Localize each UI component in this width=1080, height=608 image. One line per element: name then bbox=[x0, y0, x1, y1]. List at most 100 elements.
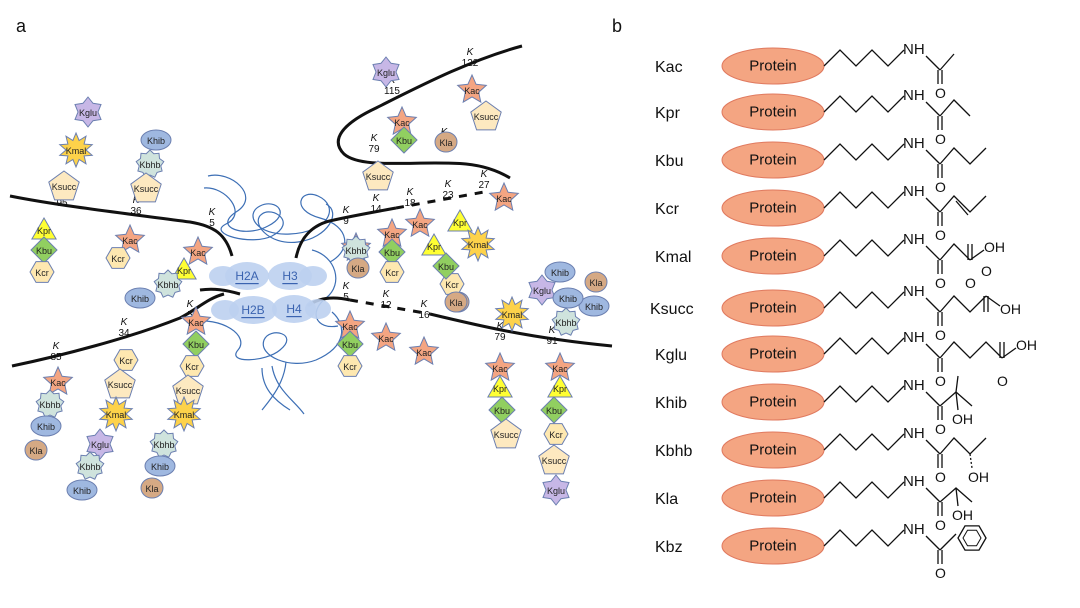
mark-kbhb-13: Kbhb bbox=[153, 269, 183, 298]
acyl-chain-2 bbox=[939, 147, 987, 165]
mark-shape-76 bbox=[542, 474, 570, 506]
acyl-chain-8 bbox=[939, 437, 987, 455]
row-label-9: Kla bbox=[655, 491, 678, 508]
nh-label-8: NH bbox=[903, 425, 925, 442]
mark-label-56: Kbu bbox=[342, 340, 358, 350]
mark-kpr-3: Kpr bbox=[31, 216, 57, 240]
mark-label-32: Kla bbox=[145, 484, 158, 494]
row-label-7: Khib bbox=[655, 395, 687, 412]
site-k-10: K bbox=[481, 169, 489, 180]
mark-kcr-57: Kcr bbox=[337, 355, 363, 377]
mark-kbu-37: Kbu bbox=[390, 126, 418, 154]
mark-label-43: Kac bbox=[384, 230, 400, 240]
histone-h3-lobe bbox=[299, 266, 327, 286]
site-k-6: K bbox=[467, 47, 475, 58]
acyl-chain-3 bbox=[939, 195, 987, 213]
double-bond-3 bbox=[955, 200, 969, 216]
protein-label-3: Protein bbox=[749, 200, 797, 217]
mark-ksucc-8: Ksucc bbox=[130, 172, 162, 203]
site-k-14: K bbox=[445, 179, 453, 190]
acid-oh-bond-6 bbox=[1001, 347, 1017, 359]
mark-label-72: Kpr bbox=[553, 384, 567, 394]
mark-label-21: Kmal bbox=[106, 410, 127, 420]
mark-label-3: Kpr bbox=[37, 226, 51, 236]
mark-ksucc-35: Ksucc bbox=[470, 100, 502, 131]
lysine-chain-7 bbox=[823, 385, 905, 403]
mark-label-18: Kla bbox=[29, 446, 42, 456]
site-number-7: 115 bbox=[384, 86, 400, 97]
mark-label-20: Ksucc bbox=[108, 380, 133, 390]
mark-shape-66 bbox=[528, 274, 556, 306]
protein-label-10: Protein bbox=[749, 538, 797, 555]
mark-label-30: Kbhb bbox=[153, 440, 174, 450]
nh-label-6: NH bbox=[903, 329, 925, 346]
mark-shape-12 bbox=[171, 256, 197, 280]
histone-octamer: H2A H3 H2B H4 bbox=[209, 262, 331, 324]
ptm-marks: KgluKmalKsuccKprKbuKcrKhibKbhbKsuccKacKc… bbox=[24, 56, 610, 506]
mark-khib-70: Khib bbox=[552, 287, 584, 309]
nh-label-0: NH bbox=[903, 41, 925, 58]
site-k-16: K bbox=[383, 289, 391, 300]
mark-label-74: Kcr bbox=[549, 430, 563, 440]
nh-label-9: NH bbox=[903, 473, 925, 490]
mark-ksucc-39: Ksucc bbox=[362, 160, 394, 191]
hydroxyl-oh-8: OH bbox=[968, 469, 989, 485]
histone-h2a bbox=[225, 262, 269, 290]
mark-shape-59 bbox=[408, 335, 440, 366]
mark-kac-59: Kac bbox=[408, 335, 440, 366]
mark-label-47: Kac bbox=[412, 220, 428, 230]
mark-label-58: Kac bbox=[378, 334, 394, 344]
histone-label-h2a: H2A bbox=[235, 269, 258, 283]
mark-kac-47: Kac bbox=[404, 207, 436, 238]
amide-bond-10 bbox=[925, 535, 941, 551]
mark-label-44: Kbu bbox=[384, 248, 400, 258]
mark-khib-24: Khib bbox=[66, 479, 98, 501]
mark-kcr-45: Kcr bbox=[379, 261, 405, 283]
mark-label-42: Kla bbox=[351, 264, 364, 274]
mark-label-4: Kbu bbox=[36, 246, 52, 256]
mark-label-5: Kcr bbox=[35, 268, 49, 278]
acyl-chain-6 bbox=[939, 341, 1003, 359]
mark-label-31: Khib bbox=[151, 462, 169, 472]
acyl-chain-4 bbox=[939, 243, 971, 261]
protein-label-2: Protein bbox=[749, 152, 797, 169]
mark-khib-68: Khib bbox=[578, 295, 610, 317]
nh-label-4: NH bbox=[903, 231, 925, 248]
mark-kglu-33: Kglu bbox=[372, 56, 400, 88]
site-k-18: K bbox=[497, 321, 505, 332]
amide-bond-8 bbox=[925, 439, 941, 455]
carbonyl-o-9: O bbox=[935, 517, 946, 533]
mark-kbhb-16: Kbhb bbox=[35, 389, 65, 418]
histone-h2b bbox=[229, 296, 277, 324]
mark-shape-21 bbox=[98, 395, 134, 433]
site-number-15: 5 bbox=[343, 292, 349, 303]
lysine-chain-10 bbox=[823, 529, 905, 547]
acyl-chain-10 bbox=[939, 533, 957, 551]
nh-label-5: NH bbox=[903, 283, 925, 300]
mark-label-76: Kglu bbox=[547, 486, 565, 496]
protein-label-0: Protein bbox=[749, 58, 797, 75]
mark-shape-74 bbox=[543, 423, 569, 445]
mark-shape-50 bbox=[432, 252, 460, 280]
mark-label-37: Kbu bbox=[396, 136, 412, 146]
carbonyl-o-7: O bbox=[935, 421, 946, 437]
site-k-4: K bbox=[121, 317, 129, 328]
mark-shape-34 bbox=[456, 73, 488, 104]
hydroxyl-oh-7: OH bbox=[952, 411, 973, 427]
protein-label-1: Protein bbox=[749, 104, 797, 121]
mark-shape-25 bbox=[180, 305, 212, 336]
mark-shape-53 bbox=[447, 208, 473, 232]
mark-ksucc-20: Ksucc bbox=[104, 368, 136, 399]
mark-kpr-48: Kpr bbox=[421, 232, 447, 256]
mark-label-14: Khib bbox=[131, 294, 149, 304]
mark-shape-0 bbox=[74, 96, 102, 128]
mark-shape-75 bbox=[538, 444, 570, 475]
mark-label-22: Kglu bbox=[91, 440, 109, 450]
carbonyl-o-5: O bbox=[935, 327, 946, 343]
mark-label-12: Kpr bbox=[177, 266, 191, 276]
acyl-chain-1 bbox=[939, 99, 971, 117]
mark-label-16: Kbhb bbox=[39, 400, 60, 410]
